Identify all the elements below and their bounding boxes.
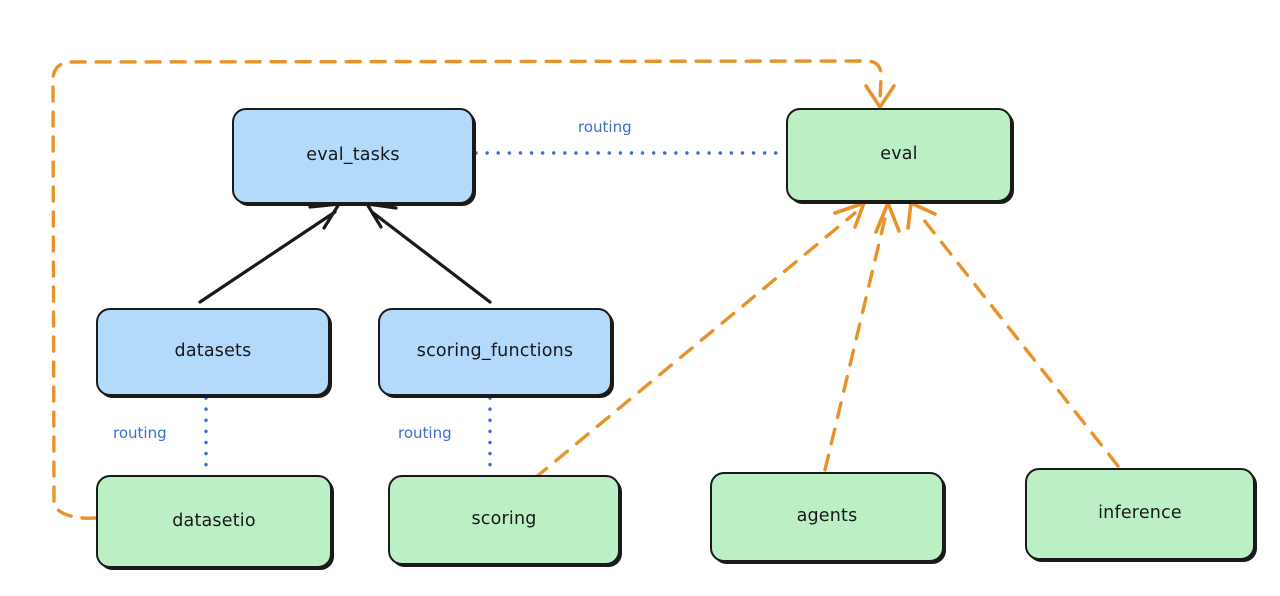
edge-datasets-to-eval-tasks bbox=[198, 202, 341, 304]
edge-label-routing-eval-tasks: routing bbox=[578, 118, 632, 136]
edge-label-routing-scoring-functions: routing bbox=[398, 424, 452, 442]
node-label-datasetio: datasetio bbox=[172, 510, 256, 531]
node-label-scoring-functions: scoring_functions bbox=[416, 341, 574, 362]
arrowhead-icon bbox=[365, 202, 398, 229]
node-datasetio[interactable]: datasetio bbox=[96, 475, 332, 568]
node-agents[interactable]: agents bbox=[710, 472, 944, 562]
node-datasets[interactable]: datasets bbox=[96, 308, 330, 396]
node-eval[interactable]: eval bbox=[786, 108, 1012, 202]
node-label-scoring: scoring bbox=[471, 509, 537, 530]
arrowhead-icon bbox=[906, 201, 937, 230]
node-scoring-functions[interactable]: scoring_functions bbox=[378, 308, 612, 396]
arrowhead-icon bbox=[833, 201, 866, 229]
node-label-eval-tasks: eval_tasks bbox=[306, 145, 400, 166]
node-label-inference: inference bbox=[1098, 503, 1182, 524]
node-label-agents: agents bbox=[796, 506, 858, 527]
edge-scoring-to-eval bbox=[533, 201, 866, 480]
edge-scoring-functions-to-eval-tasks bbox=[365, 202, 492, 304]
node-eval-tasks[interactable]: eval_tasks bbox=[232, 108, 474, 204]
node-scoring[interactable]: scoring bbox=[388, 475, 620, 565]
edge-inference-to-eval bbox=[906, 201, 1120, 468]
arrowhead-icon bbox=[308, 202, 341, 230]
node-label-eval: eval bbox=[880, 144, 918, 165]
node-inference[interactable]: inference bbox=[1025, 468, 1255, 560]
node-label-datasets: datasets bbox=[174, 341, 252, 362]
edge-agents-to-eval bbox=[823, 201, 901, 472]
edge-datasetio-to-eval bbox=[51, 59, 896, 520]
edge-label-routing-datasets: routing bbox=[113, 424, 167, 442]
arrowhead-icon bbox=[864, 84, 896, 109]
arrowhead-icon bbox=[874, 201, 901, 234]
